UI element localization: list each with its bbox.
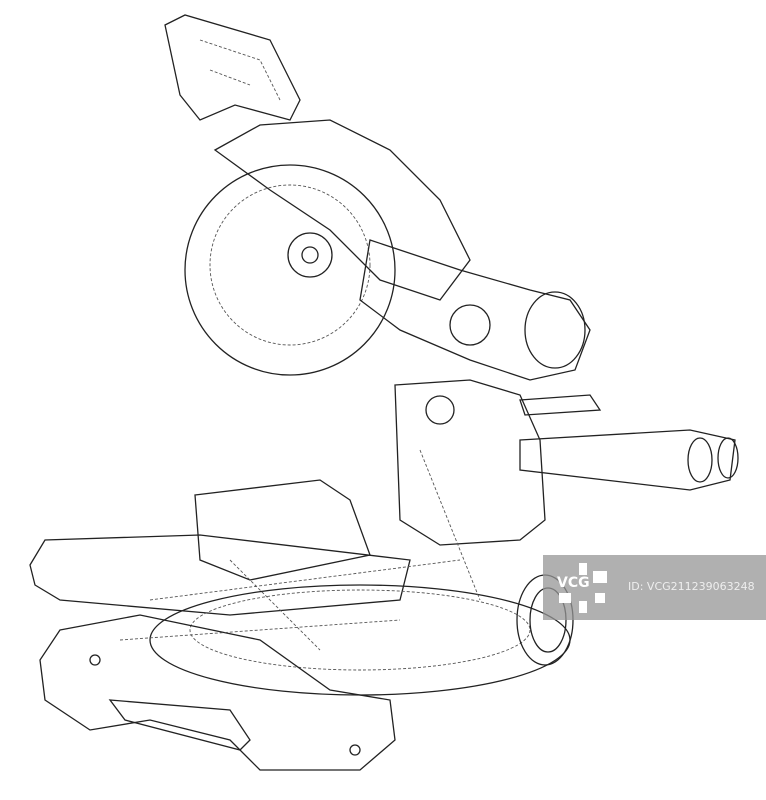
- motor-arm: [359, 239, 591, 381]
- saw-blade: [184, 164, 396, 376]
- vcg-logo-icon: [559, 563, 607, 613]
- mount-hole: [349, 744, 361, 756]
- hidden-lines: [119, 449, 481, 651]
- turntable-inner: [189, 589, 531, 671]
- rail-end-right: [717, 437, 739, 479]
- table-extension: [29, 534, 411, 616]
- blade-guard: [213, 119, 471, 301]
- slide-rails: [519, 429, 736, 491]
- watermark: VCG ID: VCG211239063248: [543, 555, 766, 620]
- watermark-id: ID: VCG211239063248: [628, 580, 755, 593]
- blade-arbor: [301, 246, 319, 264]
- blade-guard-inner: [209, 184, 371, 346]
- rail-end-left: [687, 437, 713, 483]
- turntable: [149, 584, 571, 696]
- arm-pivot: [449, 304, 491, 346]
- base: [39, 614, 396, 771]
- fence: [194, 479, 371, 581]
- mount-hole: [89, 654, 101, 666]
- base-handle: [108, 699, 251, 751]
- blade-hub: [287, 232, 333, 278]
- column: [394, 379, 546, 546]
- top-handle: [164, 14, 301, 121]
- lock-lever: [519, 394, 602, 416]
- handle-detail: [199, 39, 281, 101]
- watermark-logo-text: VCG: [557, 575, 590, 591]
- column-knob: [425, 395, 455, 425]
- motor-housing: [524, 291, 586, 369]
